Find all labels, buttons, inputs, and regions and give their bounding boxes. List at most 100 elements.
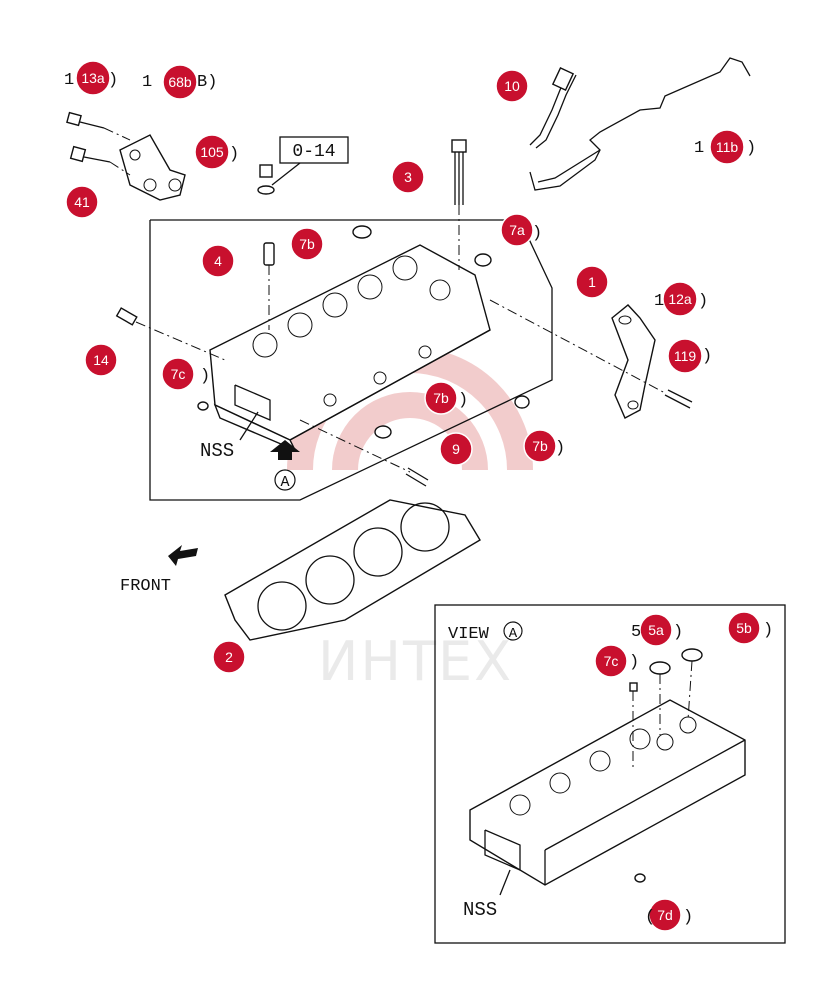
plug-7c-view xyxy=(629,682,638,692)
callout-label: 10 xyxy=(504,78,520,94)
callout-texts: 1 ) 1 B) ) ) 1 ) ) ) ) ) 1 ) 5 ) ) ) ( ) xyxy=(64,71,773,927)
callout-label: 13a xyxy=(81,70,105,86)
callout-badge-icon xyxy=(439,432,473,466)
callout-badge-icon xyxy=(523,429,557,463)
callout-3: 3 xyxy=(391,160,425,194)
callout-label: 2 xyxy=(225,649,233,665)
callout-badge-icon xyxy=(594,644,628,678)
callout-label: 7b xyxy=(299,236,315,252)
stud-119 xyxy=(489,299,693,409)
text-12a-suffix: ) xyxy=(698,292,708,311)
plug-7c xyxy=(197,401,209,411)
text-7d-suffix: ) xyxy=(683,908,693,927)
callout-label: 7b xyxy=(433,390,449,406)
callout-label: 41 xyxy=(74,194,90,210)
plug-7b-mid xyxy=(374,425,392,439)
callout-7c: 7c xyxy=(161,357,195,391)
callout-badge-icon xyxy=(162,64,198,100)
callout-label: 7d xyxy=(657,907,673,923)
callout-label: 4 xyxy=(214,253,222,269)
plug-7b-top xyxy=(352,225,372,239)
callout-14: 14 xyxy=(84,343,118,377)
plug-7b-right xyxy=(514,395,530,409)
callout-badge-icon xyxy=(201,244,235,278)
callout-badge-icon xyxy=(500,213,534,247)
view-a-circle-label: A xyxy=(509,626,518,642)
view-a-head xyxy=(469,699,746,886)
seal-7a xyxy=(474,253,492,267)
plug-7d xyxy=(634,873,646,883)
callout-68b: 68b xyxy=(162,64,198,100)
callout-badge-icon xyxy=(727,611,761,645)
text-7b3-suffix: ) xyxy=(555,439,565,458)
view-arrow: A xyxy=(270,440,300,491)
callout-10: 10 xyxy=(495,69,529,103)
callout-7d: 7d xyxy=(648,898,682,932)
callout-badge-icon xyxy=(212,640,246,674)
callout-label: 12a xyxy=(668,291,692,307)
callout-label: 5b xyxy=(736,620,752,636)
callout-badge-icon xyxy=(575,265,609,299)
cylinder-head xyxy=(209,244,491,452)
text-11b-prefix: 1 xyxy=(694,139,704,158)
text-105-suffix: ) xyxy=(229,145,239,164)
text-7c-suffix: ) xyxy=(200,367,210,386)
text-119-suffix: ) xyxy=(702,347,712,366)
stud-14 xyxy=(115,307,226,361)
text-13a-prefix: 1 xyxy=(64,71,74,90)
view-arrow-label: A xyxy=(280,474,289,491)
text-7a-suffix: ) xyxy=(532,224,542,243)
ref-box-code: 0-14 xyxy=(292,142,335,162)
callout-label: 3 xyxy=(404,169,412,185)
callout-badge-icon xyxy=(662,281,698,317)
text-11b-suffix: ) xyxy=(746,139,756,158)
callout-badge-icon xyxy=(648,898,682,932)
plug-5b xyxy=(681,648,703,662)
callout-label: 5a xyxy=(648,622,664,638)
callout-119: 119 xyxy=(667,338,703,374)
callout-label: 68b xyxy=(168,74,192,90)
callout-5a: 5a xyxy=(639,613,673,647)
callout-13a: 13a xyxy=(75,60,111,96)
callout-label: 7c xyxy=(171,366,186,382)
ref-box: 0-14 xyxy=(271,136,349,186)
text-5a-suffix: ) xyxy=(673,623,683,642)
text-5b-suffix: ) xyxy=(763,621,773,640)
bolt-41 xyxy=(69,145,131,176)
glow-plug-10 xyxy=(529,66,577,149)
callout-badge-icon xyxy=(424,381,458,415)
callout-1: 1 xyxy=(575,265,609,299)
callout-badge-icon xyxy=(391,160,425,194)
connector-11b xyxy=(529,57,751,191)
bolt-3 xyxy=(451,139,467,270)
text-68b-suffix: B) xyxy=(197,73,217,92)
callout-badge-icon xyxy=(290,227,324,261)
callout-label: 14 xyxy=(93,352,109,368)
text-5a-prefix: 5 xyxy=(631,623,641,642)
callout-label: 105 xyxy=(200,144,224,160)
callout-label: 7b xyxy=(532,438,548,454)
callout-badge-icon xyxy=(84,343,118,377)
callout-7b1: 7b xyxy=(290,227,324,261)
callout-label: 1 xyxy=(588,274,596,290)
callout-badge-icon xyxy=(639,613,673,647)
dowel-4 xyxy=(263,242,275,330)
nss-label-main: NSS xyxy=(200,440,234,462)
callout-badge-icon xyxy=(709,129,745,165)
callout-badge-icon xyxy=(667,338,703,374)
nut-105 xyxy=(257,164,275,195)
callout-12a: 12a xyxy=(662,281,698,317)
callout-2: 2 xyxy=(212,640,246,674)
head-gasket-2 xyxy=(224,499,481,641)
callout-5b: 5b xyxy=(727,611,761,645)
callout-4: 4 xyxy=(201,244,235,278)
callout-label: 7a xyxy=(509,222,525,238)
callout-41: 41 xyxy=(65,185,99,219)
nss-label-view: NSS xyxy=(463,899,497,921)
text-12a-prefix: 1 xyxy=(654,292,664,311)
bracket-12a xyxy=(611,304,656,419)
text-13a-suffix: ) xyxy=(108,71,118,90)
callout-7b2: 7b xyxy=(424,381,458,415)
